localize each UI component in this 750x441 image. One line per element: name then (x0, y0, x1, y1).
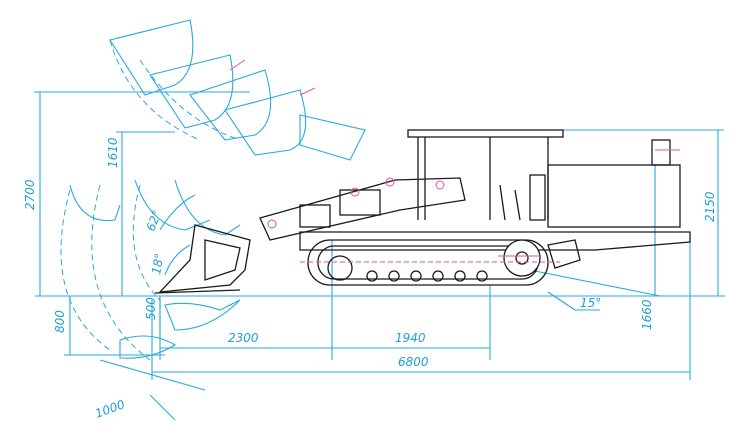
dim-1610: 1610 (106, 137, 120, 168)
dim-1000: 1000 (93, 397, 127, 421)
dim-2700: 2700 (23, 179, 37, 210)
dim-1940: 1940 (395, 331, 426, 345)
loader-boom (259, 177, 466, 241)
axis-lines (229, 59, 680, 263)
chassis (299, 231, 691, 251)
ghost-bucket-positions (69, 19, 366, 359)
dim-6800: 6800 (398, 355, 429, 369)
drive-sprocket (503, 239, 541, 277)
bucket (154, 224, 251, 294)
dim-2150: 2150 (703, 191, 717, 222)
dim-2300: 2300 (228, 331, 259, 345)
dim-1660: 1660 (640, 299, 654, 330)
dim-500: 500 (144, 297, 158, 320)
angle-62: 62° (144, 208, 164, 233)
engine-housing (547, 164, 681, 228)
bucket-swing-arcs (60, 39, 241, 361)
loader-machine (154, 129, 691, 294)
dim-800: 800 (53, 310, 67, 333)
track-rollers (366, 270, 488, 282)
angle-18: 18° (149, 252, 166, 275)
angle-15: 15° (580, 296, 601, 310)
dimension-lines (34, 91, 725, 421)
dimension-labels: 2700 1610 800 500 1000 2300 1940 6800 16… (23, 137, 717, 421)
